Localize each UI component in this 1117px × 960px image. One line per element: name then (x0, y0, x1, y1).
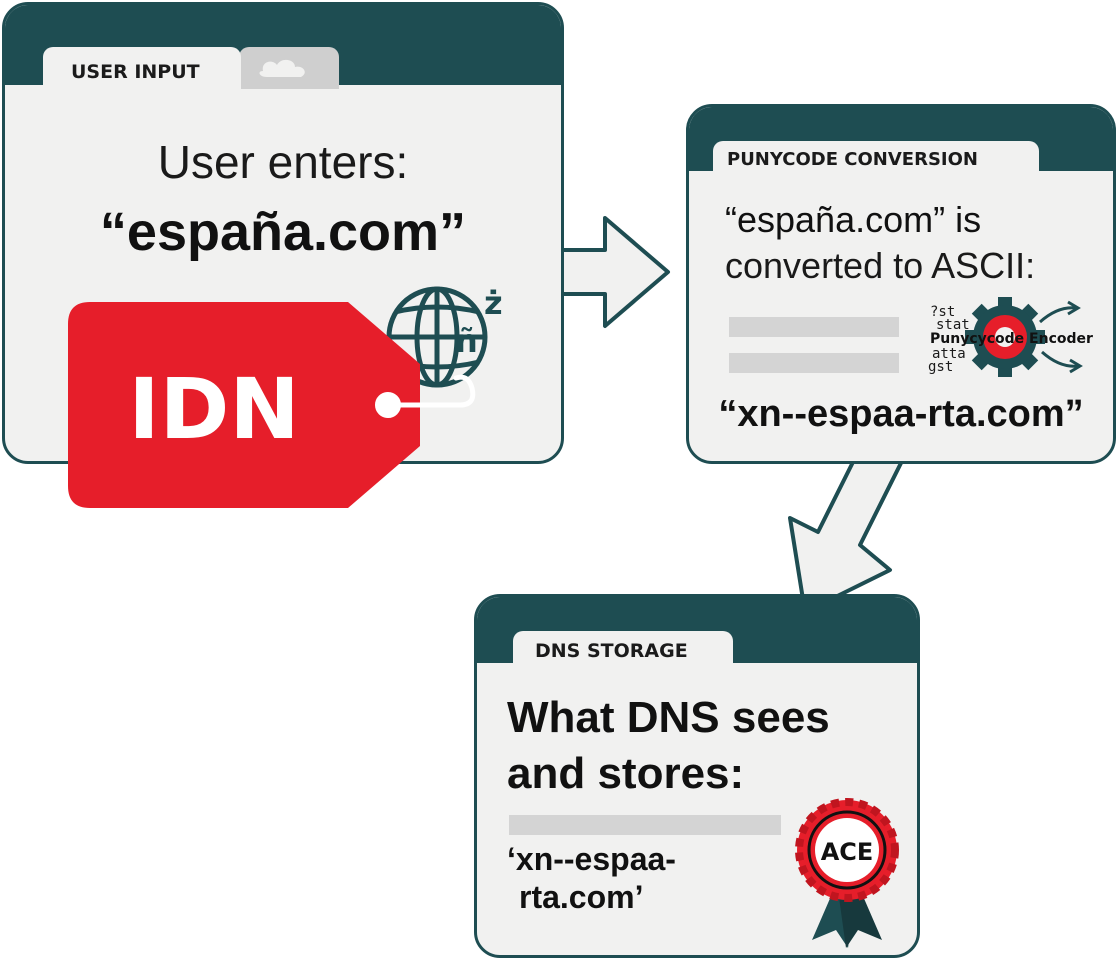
domain-example: “españa.com” (99, 202, 467, 262)
tab-label: PUNYCODE CONVERSION (727, 149, 978, 170)
tab-user-input: USER INPUT (43, 47, 241, 89)
tab-cloud-icon (259, 59, 305, 77)
ace-badge-icon (795, 798, 899, 948)
tab-label: USER INPUT (71, 61, 200, 83)
tab-punycode-conversion: PUNYCODE CONVERSION (713, 141, 1039, 175)
punycode-result: “xn--espaa-rta.com” (718, 393, 1084, 435)
punycode-line1: “españa.com” is (725, 199, 981, 241)
encoder-output-arrows-icon (1039, 300, 1083, 374)
dns-value-line1: ‘xn--espaa- (507, 841, 676, 877)
ace-badge-label: ACE (821, 838, 874, 866)
encoder-noise-2: stat (936, 317, 970, 333)
tab-label: DNS STORAGE (535, 640, 688, 662)
placeholder-bar (509, 815, 781, 835)
idn-tag-icon (68, 302, 476, 508)
punycode-line2: converted to ASCII: (725, 245, 1036, 286)
punycode-line1-text: “españa.com” is (725, 199, 982, 240)
dns-heading-line2: and stores: (507, 749, 745, 798)
punycode-conversion-panel: PUNYCODE CONVERSION “españa.com” is conv… (686, 104, 1116, 464)
inactive-tab (239, 47, 339, 89)
encoder-noise-3: atta (932, 346, 966, 362)
placeholder-bar (729, 317, 899, 337)
user-enters-label: User enters: (157, 136, 409, 188)
encoder-noise-4: gst (928, 359, 953, 375)
placeholder-bar (729, 353, 899, 373)
arrow-punycode-to-dns (788, 446, 907, 614)
gear-icon (965, 297, 1045, 377)
tab-dns-storage: DNS STORAGE (513, 631, 733, 667)
encoder-noise-1: ?st (930, 304, 955, 320)
dns-value-line2: rta.com’ (519, 879, 644, 915)
encoder-label: Punycycode Encoder (930, 331, 1093, 347)
idn-tag-label: IDN (128, 360, 299, 458)
dns-heading-line1: What DNS sees (507, 693, 830, 742)
